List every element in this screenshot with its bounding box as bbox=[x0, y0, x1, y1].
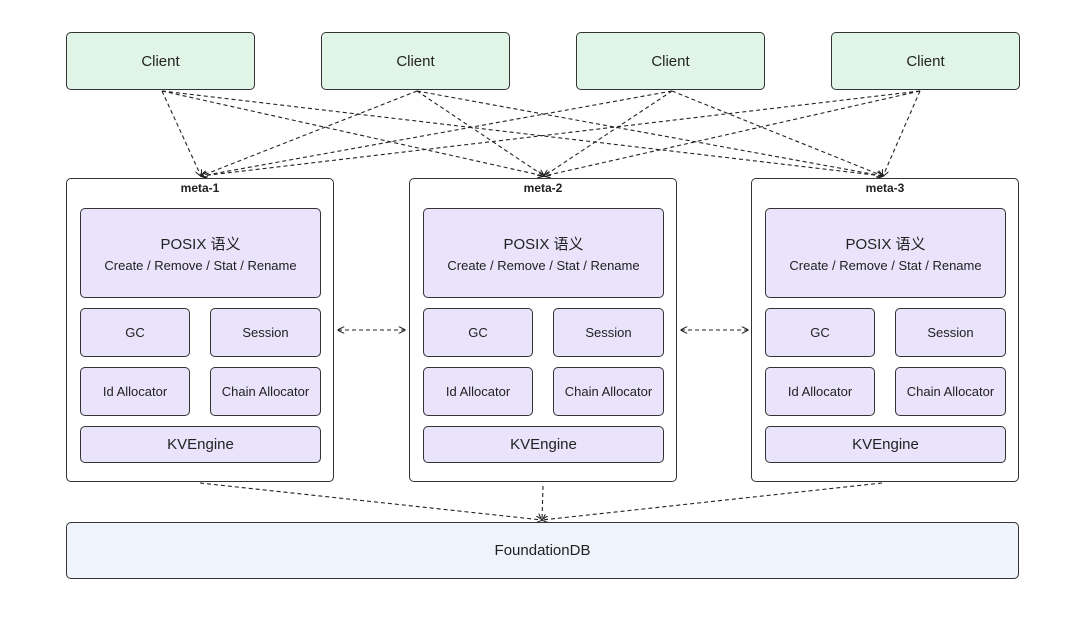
client-label: Client bbox=[906, 52, 945, 70]
edge-meta-1-to-foundationdb bbox=[199, 482, 542, 520]
chain-allocator-box: Chain Allocator bbox=[895, 367, 1006, 416]
kv-engine-box: KVEngine bbox=[765, 426, 1006, 463]
edge-client-1-to-meta-1 bbox=[161, 90, 201, 176]
edge-client-2-to-meta-3 bbox=[416, 90, 883, 176]
posix-title: POSIX 语义 bbox=[160, 236, 241, 253]
posix-ops: Create / Remove / Stat / Rename bbox=[104, 258, 297, 273]
id-allocator-box: Id Allocator bbox=[423, 367, 533, 416]
id-allocator-box: Id Allocator bbox=[765, 367, 875, 416]
client-label: Client bbox=[396, 52, 435, 70]
chain-allocator-box: Chain Allocator bbox=[553, 367, 664, 416]
edge-client-2-to-meta-2 bbox=[416, 90, 544, 176]
edge-client-4-to-meta-3 bbox=[883, 90, 921, 176]
session-box: Session bbox=[553, 308, 664, 357]
edge-client-1-to-meta-2 bbox=[161, 90, 544, 176]
posix-title: POSIX 语义 bbox=[845, 236, 926, 253]
kv-engine-label: KVEngine bbox=[852, 436, 919, 453]
chain-allocator-label: Chain Allocator bbox=[564, 384, 653, 399]
posix-title: POSIX 语义 bbox=[503, 236, 584, 253]
posix-ops: Create / Remove / Stat / Rename bbox=[447, 258, 640, 273]
meta-node-title: meta-3 bbox=[865, 181, 905, 195]
gc-label: GC bbox=[810, 325, 830, 340]
id-allocator-label: Id Allocator bbox=[787, 384, 853, 399]
posix-box: POSIX 语义 Create / Remove / Stat / Rename bbox=[423, 208, 664, 298]
meta-node-2: meta-2 POSIX 语义 Create / Remove / Stat /… bbox=[409, 178, 677, 482]
foundationdb-label: FoundationDB bbox=[494, 542, 591, 559]
gc-box: GC bbox=[765, 308, 875, 357]
edge-client-4-to-meta-2 bbox=[544, 90, 921, 176]
id-allocator-box: Id Allocator bbox=[80, 367, 190, 416]
gc-label: GC bbox=[468, 325, 488, 340]
edge-client-4-to-meta-1 bbox=[201, 90, 921, 176]
edge-client-3-to-meta-3 bbox=[671, 90, 883, 176]
posix-box: POSIX 语义 Create / Remove / Stat / Rename bbox=[765, 208, 1006, 298]
gc-label: GC bbox=[125, 325, 145, 340]
posix-ops: Create / Remove / Stat / Rename bbox=[789, 258, 982, 273]
chain-allocator-label: Chain Allocator bbox=[221, 384, 310, 399]
kv-engine-label: KVEngine bbox=[510, 436, 577, 453]
meta-node-title: meta-1 bbox=[180, 181, 220, 195]
kv-engine-box: KVEngine bbox=[80, 426, 321, 463]
edge-client-3-to-meta-1 bbox=[201, 90, 673, 176]
meta-node-3: meta-3 POSIX 语义 Create / Remove / Stat /… bbox=[751, 178, 1019, 482]
id-allocator-label: Id Allocator bbox=[102, 384, 168, 399]
edge-meta-3-to-foundationdb bbox=[542, 482, 883, 520]
session-label: Session bbox=[585, 325, 632, 340]
kv-engine-label: KVEngine bbox=[167, 436, 234, 453]
edge-meta-2-to-foundationdb bbox=[542, 485, 543, 520]
client-label: Client bbox=[141, 52, 180, 70]
foundationdb-box: FoundationDB bbox=[66, 522, 1019, 579]
edge-client-2-to-meta-1 bbox=[201, 90, 418, 176]
gc-box: GC bbox=[80, 308, 190, 357]
meta-node-1: meta-1 POSIX 语义 Create / Remove / Stat /… bbox=[66, 178, 334, 482]
edge-client-3-to-meta-2 bbox=[544, 90, 673, 176]
id-allocator-label: Id Allocator bbox=[445, 384, 511, 399]
client-box-1: Client bbox=[66, 32, 255, 90]
session-box: Session bbox=[210, 308, 321, 357]
session-label: Session bbox=[927, 325, 974, 340]
chain-allocator-box: Chain Allocator bbox=[210, 367, 321, 416]
meta-node-title: meta-2 bbox=[523, 181, 563, 195]
posix-box: POSIX 语义 Create / Remove / Stat / Rename bbox=[80, 208, 321, 298]
client-label: Client bbox=[651, 52, 690, 70]
client-box-2: Client bbox=[321, 32, 510, 90]
kv-engine-box: KVEngine bbox=[423, 426, 664, 463]
client-box-3: Client bbox=[576, 32, 765, 90]
edge-client-1-to-meta-3 bbox=[161, 90, 883, 176]
gc-box: GC bbox=[423, 308, 533, 357]
session-box: Session bbox=[895, 308, 1006, 357]
client-box-4: Client bbox=[831, 32, 1020, 90]
chain-allocator-label: Chain Allocator bbox=[906, 384, 995, 399]
session-label: Session bbox=[242, 325, 289, 340]
